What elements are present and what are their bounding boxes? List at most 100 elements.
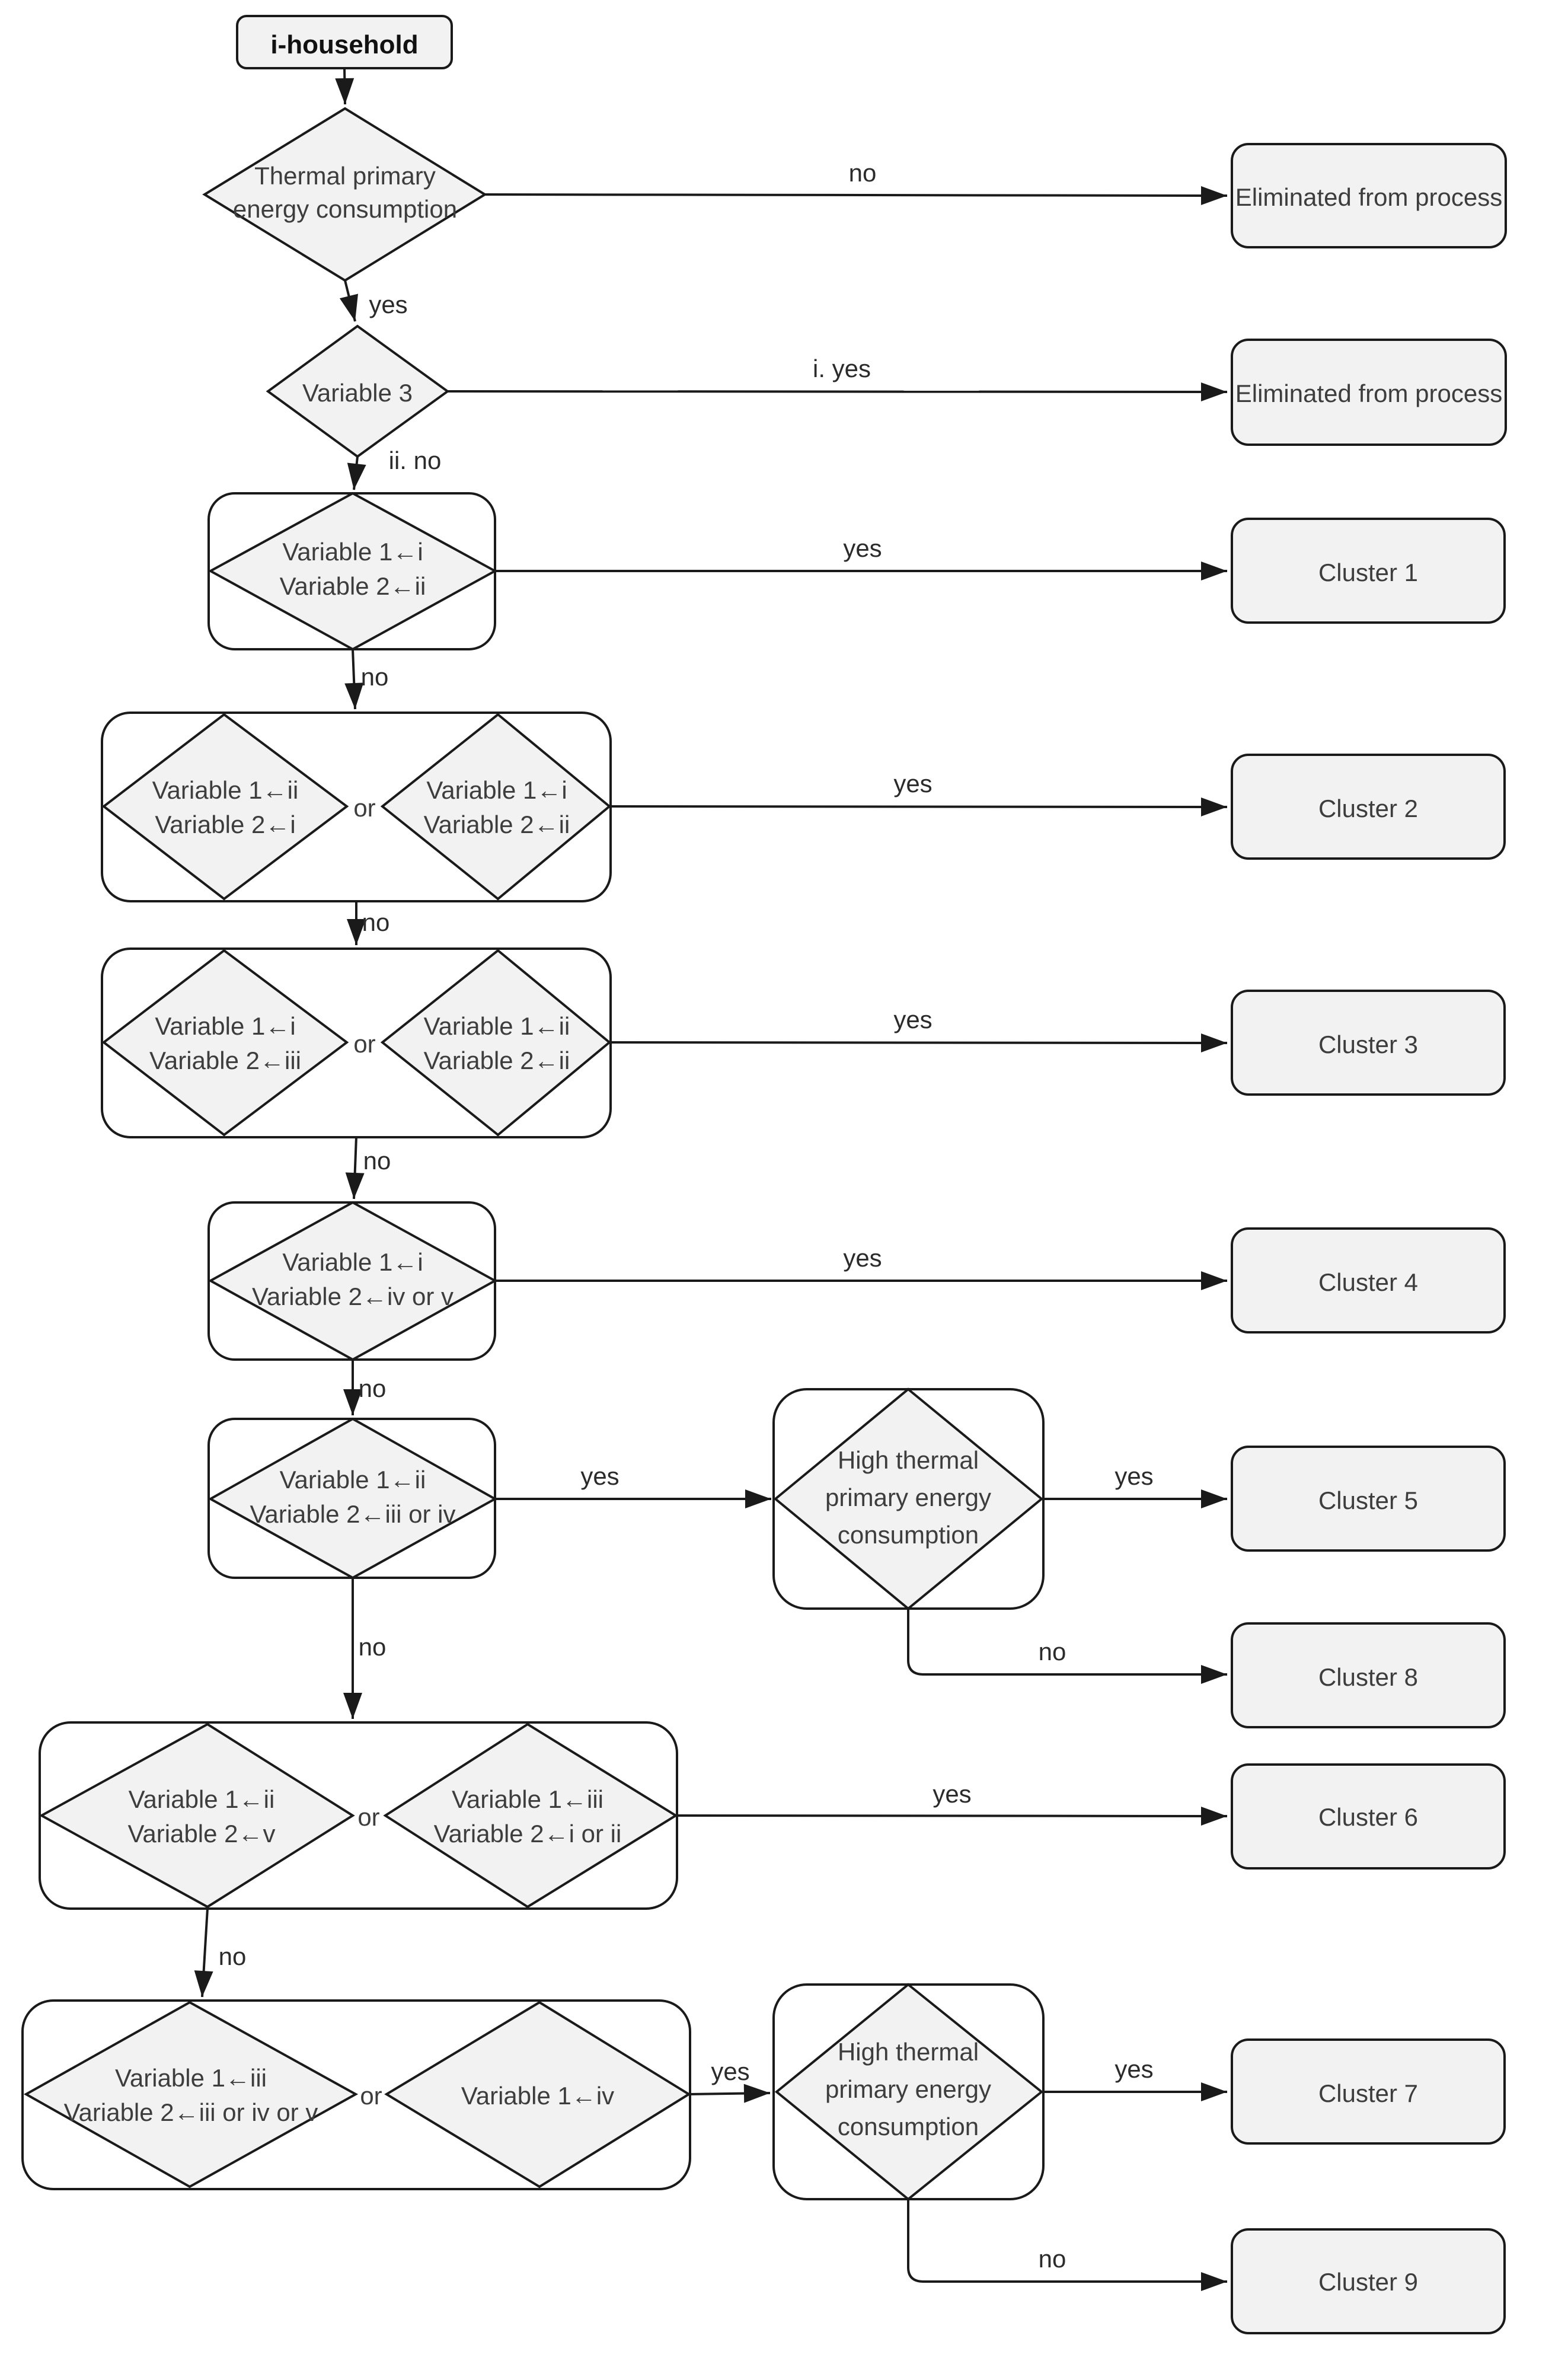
decision-high-thermal-2-line3: consumption [838,2113,979,2140]
edge-label-t2-no: no [362,908,390,936]
test-6-left-diamond [39,1722,355,1909]
test-1-diamond [207,492,498,651]
edge-label-ht2-no: no [1039,2245,1066,2273]
test-1-line1: Variable 1←i [282,538,423,566]
edge-label-t5-yes: yes [580,1462,619,1490]
edge-label-t3-no: no [363,1147,391,1175]
outcome-cluster-7-label: Cluster 7 [1318,2079,1418,2107]
decision-high-thermal-1-line1: High thermal [838,1446,979,1474]
edge-label-variable3-yes: i. yes [813,355,871,382]
decision-high-thermal-1-diamond [773,1387,1044,1610]
test-6-right-line1: Variable 1←iii [452,1785,603,1813]
edge-label-t4-yes: yes [843,1244,882,1272]
outcome-cluster-4-shape [1231,1227,1506,1333]
test-1-line2: Variable 2←ii [280,572,426,600]
decision-high-thermal-1-line2: primary energy [825,1484,991,1511]
test-2-left-diamond [101,713,349,901]
decision-thermal-line2: energy consumption [233,195,457,223]
edge-label-t1-yes: yes [843,534,882,562]
decision-high-thermal-1-line3: consumption [838,1521,979,1549]
outcome-cluster-6-shape [1231,1763,1506,1869]
test-6-right-line2: Variable 2←i or ii [434,1820,622,1848]
outcome-cluster-3-label: Cluster 3 [1318,1031,1418,1058]
edge-ht1-no [907,1609,1227,1684]
test-3-right-line1: Variable 1←ii [424,1012,570,1040]
decision-thermal-primary-energy: Thermal primary energy consumption [202,107,487,282]
edge-t2-yes [609,797,1228,816]
test-3-left-line2: Variable 2←iii [149,1047,301,1074]
test-6-group: Variable 1←ii Variable 2←v or Variable 1… [39,1721,678,1910]
outcome-cluster-6: Cluster 6 [1231,1763,1506,1869]
outcome-cluster-9: Cluster 9 [1231,2228,1506,2334]
outcome-cluster-9-shape [1231,2228,1506,2334]
edge-label-ht1-no: no [1039,1638,1066,1666]
edge-label-thermal-yes: yes [369,291,407,318]
test-4-group: Variable 1←i Variable 2←iv or v [207,1201,498,1361]
decision-high-thermal-2-line1: High thermal [838,2038,979,2066]
decision-thermal-shape [202,107,487,282]
edge-label-t4-no: no [359,1374,387,1402]
outcome-cluster-4-label: Cluster 4 [1318,1268,1418,1296]
outcome-eliminated-1-shape [1231,143,1507,248]
test-2-left-line2: Variable 2←i [155,811,295,838]
edge-label-t1-no: no [361,663,389,691]
edges [194,68,1228,2291]
test-1-group: Variable 1←i Variable 2←ii [207,492,498,651]
test-7-or-label: or [360,2082,382,2110]
test-4-line2: Variable 2←iv or v [252,1283,454,1310]
test-5-diamond [207,1417,498,1580]
test-2-left-line1: Variable 1←ii [152,776,299,804]
outcome-cluster-8: Cluster 8 [1231,1622,1506,1728]
start-node: i-household [236,15,453,69]
outcome-eliminated-2-shape [1231,339,1507,446]
edge-labels: no yes i. yes ii. no yes no yes no yes n… [219,159,1154,2273]
edge-label-thermal-no: no [849,159,877,187]
outcome-cluster-4: Cluster 4 [1231,1227,1506,1333]
decision-variable-3-shape [266,324,450,458]
outcome-cluster-2-shape [1231,754,1506,860]
edge-label-ht1-yes: yes [1114,1462,1153,1490]
outcome-cluster-2: Cluster 2 [1231,754,1506,860]
test-7-left-diamond [23,2001,359,2188]
outcome-eliminated-1-label: Eliminated from process [1235,183,1503,211]
edge-start-to-thermal [335,68,355,105]
test-5-group: Variable 1←ii Variable 2←iii or iv [207,1417,498,1580]
test-2-group: Variable 1←ii Variable 2←i or Variable 1… [101,712,612,902]
outcome-cluster-5: Cluster 5 [1231,1446,1506,1552]
edge-thermal-yes [339,280,359,322]
decision-variable-3-label: Variable 3 [302,379,413,407]
test-6-left-line1: Variable 1←ii [129,1785,275,1813]
test-2-or-label: or [353,794,375,822]
edge-label-t5-no: no [359,1633,387,1661]
test-7-right-diamond [384,2001,691,2188]
outcome-cluster-7: Cluster 7 [1231,2038,1506,2145]
outcome-cluster-1: Cluster 1 [1231,518,1506,624]
test-2-right-line2: Variable 2←ii [424,811,570,838]
decision-thermal-line1: Thermal primary [254,162,436,190]
test-3-left-diamond [101,949,349,1137]
test-3-right-diamond [380,949,612,1137]
decision-high-thermal-2-line2: primary energy [825,2075,991,2103]
edge-variable3-no [347,456,366,490]
test-3-left-line1: Variable 1←i [155,1012,295,1040]
decision-high-thermal-1: High thermal primary energy consumption [772,1387,1045,1610]
test-3-right-line2: Variable 2←ii [424,1047,570,1074]
outcome-cluster-7-shape [1231,2038,1506,2145]
outcome-cluster-2-label: Cluster 2 [1318,795,1418,822]
test-3-or-label: or [353,1030,375,1058]
outcome-cluster-8-shape [1231,1622,1506,1728]
outcome-cluster-6-label: Cluster 6 [1318,1803,1418,1831]
outcome-cluster-3: Cluster 3 [1231,990,1506,1096]
edge-variable3-yes [447,382,1228,401]
decision-variable-3: Variable 3 [266,324,450,458]
edge-t1-no [344,649,364,710]
edge-t3-no [345,1136,365,1199]
test-4-diamond [207,1201,498,1361]
edge-label-t6-yes: yes [933,1780,971,1808]
test-3-group: Variable 1←i Variable 2←iii or Variable … [101,947,612,1138]
outcome-cluster-5-label: Cluster 5 [1318,1486,1418,1514]
outcome-cluster-1-label: Cluster 1 [1318,559,1418,586]
edge-label-t6-no: no [219,1942,247,1970]
test-2-right-line1: Variable 1←i [426,776,567,804]
